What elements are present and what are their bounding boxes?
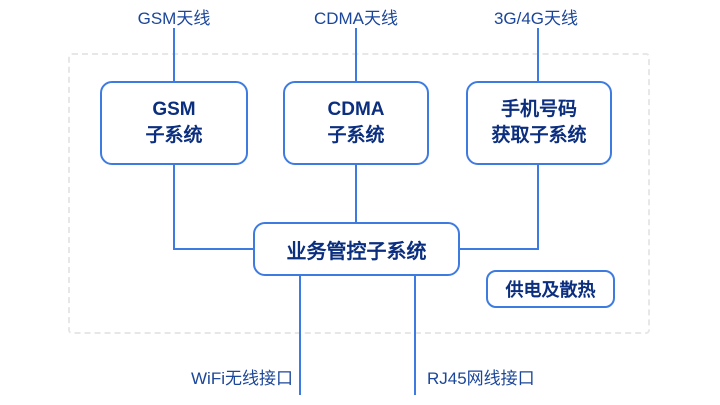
- node-gsm-subsystem: GSM 子系统: [100, 81, 248, 165]
- node-business-control-subsystem: 业务管控子系统: [253, 222, 460, 276]
- node-power-and-cooling: 供电及散热: [486, 270, 615, 308]
- node-business-control-subsystem-label: 业务管控子系统: [286, 240, 427, 263]
- interface-label-rj45: RJ45网线接口: [427, 369, 535, 388]
- connector-wifi-interface-line: [299, 276, 301, 395]
- connector-phone-to-control-line: [460, 248, 539, 250]
- connector-gsm-to-control-line: [173, 248, 253, 250]
- node-cdma-subsystem-line1: CDMA: [327, 99, 385, 120]
- node-cdma-subsystem-line2: 子系统: [327, 125, 385, 146]
- device-boundary-dashed-box: [68, 53, 650, 334]
- connector-antenna-cdma-line: [355, 28, 357, 81]
- interface-label-wifi: WiFi无线接口: [191, 369, 293, 388]
- node-gsm-subsystem-line1: GSM: [152, 99, 196, 120]
- connector-antenna-3g4g-line: [537, 28, 539, 81]
- connector-antenna-gsm-line: [173, 28, 175, 81]
- node-phone-number-subsystem: 手机号码 获取子系统: [466, 81, 612, 165]
- node-cdma-subsystem: CDMA 子系统: [283, 81, 429, 165]
- connector-gsm-down-line: [173, 165, 175, 250]
- node-phone-number-subsystem-line2: 获取子系统: [491, 125, 587, 146]
- node-phone-number-subsystem-line1: 手机号码: [500, 99, 577, 120]
- connector-rj45-interface-line: [414, 276, 416, 395]
- connector-phone-down-line: [537, 165, 539, 250]
- antenna-label-cdma: CDMA天线: [313, 9, 399, 28]
- connector-cdma-to-control-line: [355, 165, 357, 222]
- node-gsm-subsystem-line2: 子系统: [145, 125, 203, 146]
- node-power-and-cooling-label: 供电及散热: [505, 280, 596, 300]
- antenna-label-3g4g: 3G/4G天线: [493, 9, 579, 28]
- antenna-label-gsm: GSM天线: [137, 9, 211, 28]
